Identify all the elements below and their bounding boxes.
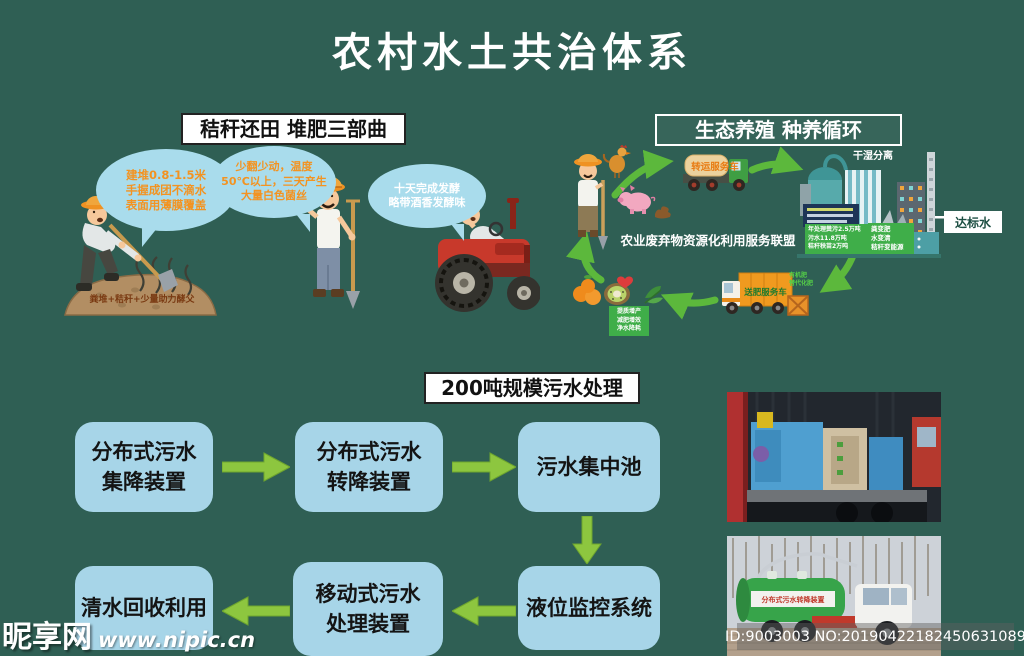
flow-box-collection-device: 分布式污水 集降装置: [75, 422, 213, 512]
transform-line: 水变清: [871, 234, 891, 242]
kiwi-icon: [604, 276, 633, 305]
tanker-truck-photo-art: 分布式污水转降装置: [727, 536, 941, 656]
fertilizer-truck-label: 送肥服务车: [744, 288, 787, 298]
transfer-truck-icon: [683, 154, 749, 191]
flow-box-line: 移动式污水: [315, 581, 421, 606]
field-note-line: 替代化肥: [789, 280, 814, 287]
field-note-line: 有机肥: [789, 272, 808, 279]
separation-label: 干湿分离: [853, 151, 893, 162]
crop-benefit-line: 净水降耗: [616, 325, 641, 332]
capacity-line: 污水11.8万吨: [808, 234, 847, 242]
speech-bubble-finished: 十天完成发酵 略带酒香发酵味: [368, 164, 486, 241]
bubble-line: 少翻少动，温度: [235, 160, 313, 174]
alliance-label: 农业废弃物资源化利用服务联盟: [620, 233, 796, 248]
compost-pile-icon: [64, 273, 217, 316]
bubble-line: 建堆0.8-1.5米: [125, 167, 207, 182]
equipment-truck-photo-art: [727, 392, 941, 522]
transform-info-box: 粪变肥 水变清 秸秆变能源: [868, 223, 914, 254]
field-note: 有机肥 替代化肥: [789, 272, 813, 288]
chicken-icon: [602, 145, 631, 178]
flow-box-line: 处理装置: [326, 612, 410, 636]
pig-icon: [617, 185, 656, 214]
capacity-line: 秸秆秧苗2万吨: [808, 243, 849, 250]
bubble-tail-icon: [451, 224, 464, 241]
transform-line: 粪变肥: [871, 225, 891, 233]
speech-bubble-fermenting: 少翻少动，温度 50℃以上，三天产生 大量白色菌丝: [212, 146, 336, 232]
compost-pile-label: 粪堆+秸秆+少量助力酵父: [89, 295, 195, 305]
flow-box-transfer-device: 分布式污水 转降装置: [295, 422, 443, 512]
bubble-line: 表面用薄膜覆盖: [125, 197, 207, 212]
manure-icon: [655, 206, 671, 219]
bubble-tail-icon: [142, 227, 158, 247]
stock-id-text: ID:9003003 NO:20190422182450631089: [725, 623, 1024, 650]
flow-arrow-right-icon: [452, 452, 516, 482]
tanker-truck-photo: 分布式污水转降装置: [727, 536, 941, 656]
transfer-truck-label: 转运服务车: [691, 162, 739, 173]
bubble-line: 手握成团不滴水: [125, 182, 207, 197]
crop-benefit-line: 减肥增效: [616, 316, 641, 324]
flow-box-line: 分布式污水: [91, 439, 197, 464]
watermark-site-name: 昵享网: [2, 620, 92, 655]
flow-box-clean-water-reuse: 清水回收利用: [75, 566, 213, 650]
fertilizer-bag-icon: [787, 295, 809, 316]
tea-leaves-icon: [644, 286, 663, 304]
bubble-line: 50℃以上，三天产生: [221, 174, 327, 188]
fertilizer-truck-icon: [722, 272, 793, 314]
flow-box-line: 分布式污水: [316, 439, 422, 464]
flow-box-line: 集降装置: [102, 470, 186, 494]
bubble-line: 大量白色菌丝: [241, 189, 307, 203]
flow-box-line: 液位监控系统: [526, 595, 652, 620]
bubble-line: 十天完成发酵: [394, 181, 460, 195]
capacity-info-box: 年处理粪污2.5万吨 污水11.8万吨 秸秆秧苗2万吨: [805, 224, 869, 254]
flow-box-mobile-treatment: 移动式污水 处理装置: [293, 562, 443, 656]
flow-box-line: 清水回收利用: [81, 595, 207, 620]
flow-arrow-left-icon: [222, 596, 290, 626]
crop-benefit-box: 提质增产 减肥增效 净水降耗: [609, 306, 649, 336]
oranges-icon: [573, 275, 601, 305]
flow-box-central-pool: 污水集中池: [518, 422, 660, 512]
watermark-site-url: www.nipic.cn: [98, 628, 256, 652]
poster-title: 农村水土共治体系: [332, 30, 692, 76]
equipment-truck-photo: [727, 392, 941, 522]
bubble-tail-icon: [296, 214, 310, 232]
tanker-banner-text: 分布式污水转降装置: [762, 595, 825, 604]
clean-water-badge: 达标水: [944, 211, 1002, 233]
flow-arrow-down-icon: [572, 516, 602, 564]
flow-box-level-monitor: 液位监控系统: [518, 566, 660, 650]
treatment-section-header: 200吨规模污水处理: [424, 372, 640, 404]
compost-section-header: 秸秆还田 堆肥三部曲: [181, 113, 406, 145]
ecology-section-header: 生态养殖 种养循环: [655, 114, 902, 146]
flow-arrow-left-icon: [452, 596, 516, 626]
flow-box-line: 转降装置: [327, 470, 411, 494]
flow-arrow-right-icon: [222, 452, 290, 482]
crop-benefit-line: 提质增产: [616, 308, 641, 315]
farmer-icon: [574, 154, 608, 250]
watermark: 昵享网 www.nipic.cn: [2, 612, 255, 656]
transform-line: 秸秆变能源: [871, 243, 904, 251]
capacity-line: 年处理粪污2.5万吨: [808, 226, 861, 233]
flow-box-line: 污水集中池: [536, 454, 642, 479]
bubble-line: 略带酒香发酵味: [388, 196, 466, 209]
